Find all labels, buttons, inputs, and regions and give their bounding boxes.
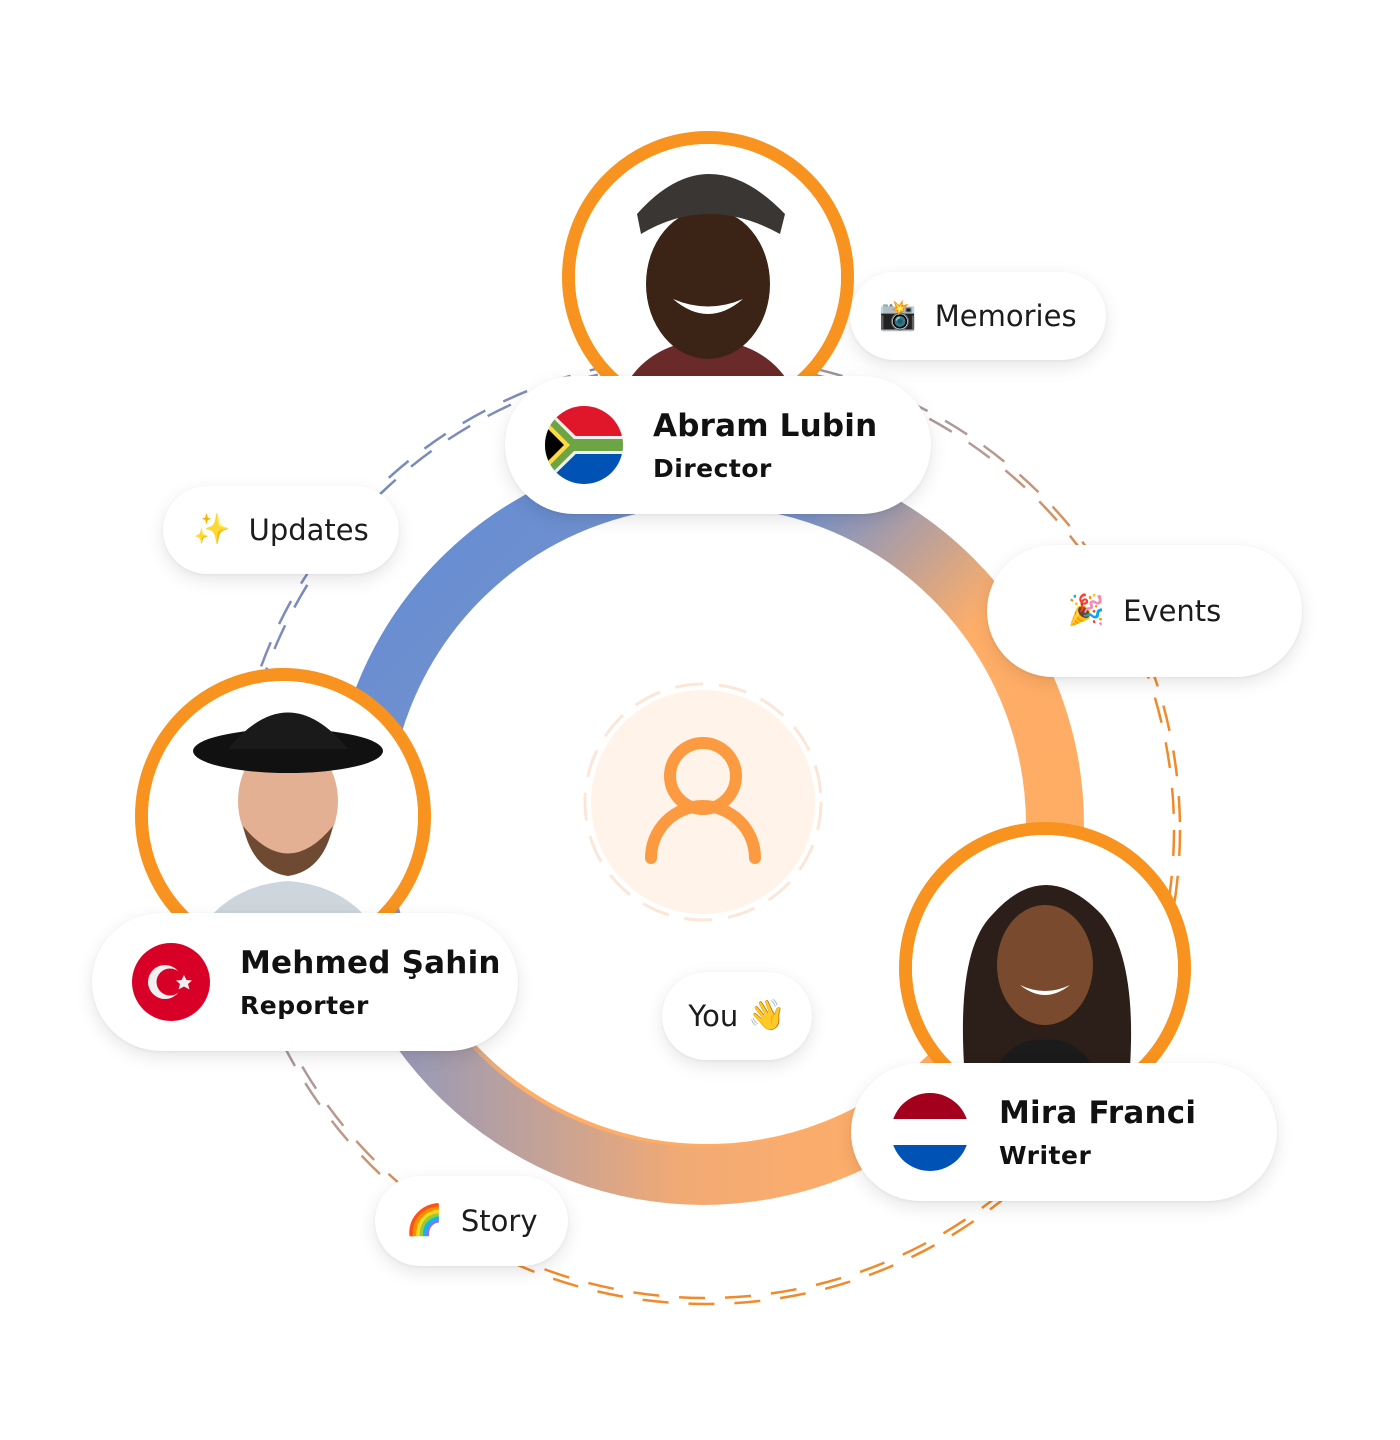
tag-updates[interactable]: ✨ Updates: [163, 486, 399, 574]
tag-label: Updates: [248, 513, 369, 547]
person-card-mehmed[interactable]: Mehmed Şahin Reporter: [92, 913, 518, 1051]
tag-label: Memories: [934, 299, 1077, 333]
camera-flash-icon: 📸: [879, 298, 917, 333]
sparkles-icon: ✨: [193, 512, 231, 547]
person-card-mira[interactable]: Mira Franci Writer: [851, 1063, 1277, 1201]
user-icon: [645, 737, 761, 864]
person-photo: [148, 681, 418, 951]
person-role: Reporter: [240, 990, 369, 1020]
turkey-flag-icon: [132, 943, 210, 1021]
person-photo: [912, 835, 1178, 1101]
party-popper-icon: 🎉: [1067, 593, 1106, 628]
you-label: You: [688, 999, 739, 1033]
main-ring-bottom-segment: [396, 1013, 917, 1205]
person-name: Mehmed Şahin: [240, 944, 501, 981]
person-role: Director: [653, 453, 772, 483]
person-name: Mira Franci: [999, 1094, 1197, 1131]
waving-hand-icon: 👋: [748, 998, 786, 1033]
tag-label: Story: [460, 1204, 538, 1238]
tag-label: Events: [1123, 594, 1222, 628]
tag-events[interactable]: 🎉 Events: [987, 545, 1302, 677]
person-card-abram[interactable]: Abram Lubin Director: [505, 376, 931, 514]
netherlands-flag-icon: [891, 1093, 969, 1171]
you-badge[interactable]: You 👋: [662, 972, 812, 1060]
rainbow-icon: 🌈: [405, 1203, 443, 1238]
person-name: Abram Lubin: [653, 407, 878, 444]
center-dashed-ring: [583, 682, 823, 922]
person-photo: [575, 144, 841, 410]
tag-memories[interactable]: 📸 Memories: [850, 272, 1106, 360]
tag-story[interactable]: 🌈 Story: [375, 1176, 568, 1266]
south-africa-flag-icon: [545, 406, 623, 484]
center-user[interactable]: [633, 730, 773, 870]
person-role: Writer: [999, 1140, 1092, 1170]
